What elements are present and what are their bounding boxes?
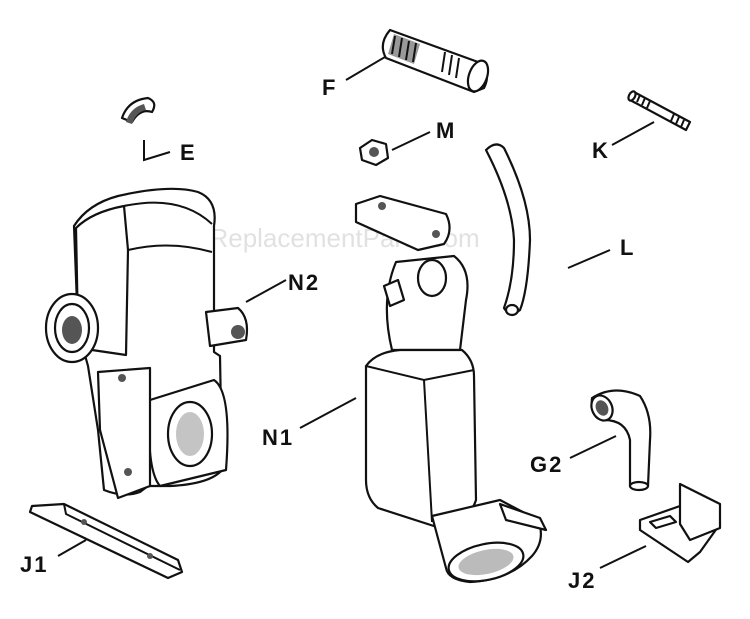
label-k: K [592, 138, 610, 163]
label-j1: J1 [20, 552, 48, 577]
label-l: L [620, 235, 635, 260]
part-l-tube [484, 143, 611, 317]
label-j2: J2 [568, 568, 596, 593]
part-f-pipe-nipple [345, 28, 490, 94]
part-m-nut [358, 131, 431, 167]
part-j2-bracket [599, 482, 722, 569]
label-f: F [322, 75, 337, 100]
label-g2: G2 [530, 452, 563, 477]
label-n2: N2 [288, 270, 320, 295]
part-n1-muffler [299, 194, 548, 584]
part-n2-muffler [44, 187, 287, 500]
label-m: M [436, 118, 456, 143]
part-g2-elbow [569, 389, 652, 492]
part-j1-bracket [28, 502, 184, 580]
part-k-stud [611, 90, 692, 146]
part-e-clip [120, 96, 171, 162]
label-e: E [180, 140, 197, 165]
label-n1: N1 [262, 425, 294, 450]
